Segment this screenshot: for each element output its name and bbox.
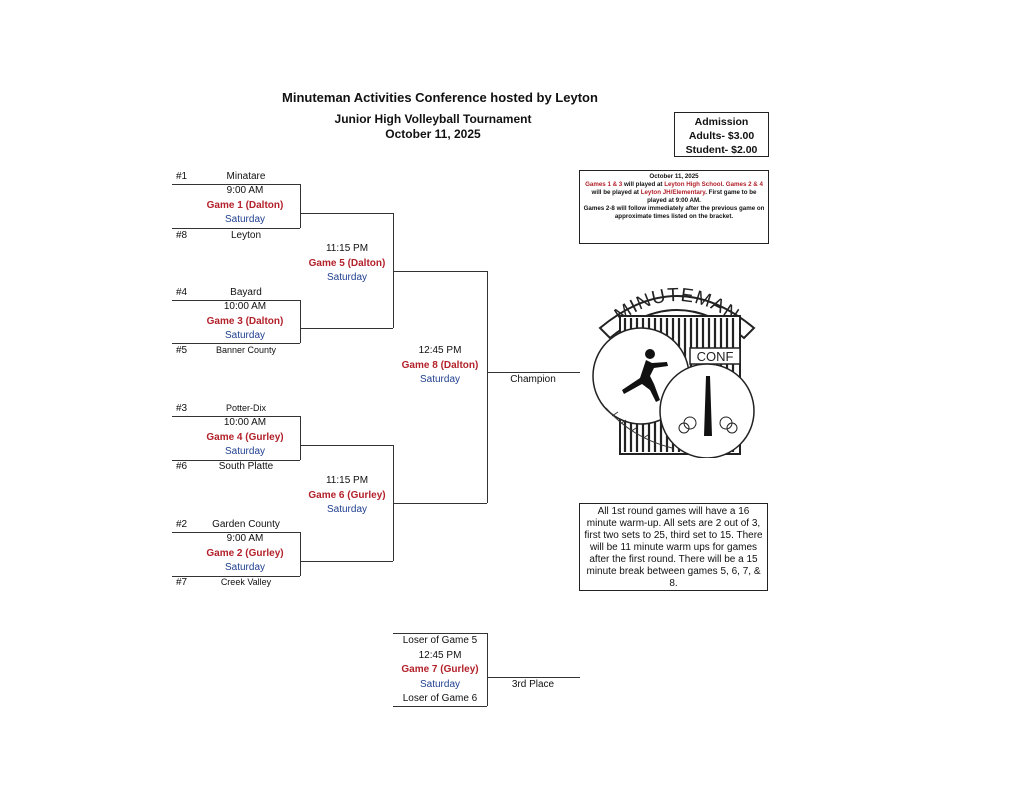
game-7-top-label: Loser of Game 5	[402, 635, 478, 646]
game-time: 9:00 AM	[226, 533, 264, 544]
champion-label: Champion	[510, 374, 556, 385]
game-day: Saturday	[419, 678, 461, 690]
seed-1: #1	[176, 171, 188, 182]
game-day: Saturday	[224, 214, 266, 225]
info-red-2: Leyton High School	[664, 181, 723, 188]
seed-8: #8	[176, 230, 188, 241]
page-title: Minuteman Activities Conference hosted b…	[282, 90, 598, 105]
game-name: Game 6 (Gurley)	[308, 489, 386, 501]
game-7-block: Loser of Game 5 12:45 PM Game 7 (Gurley)…	[375, 634, 505, 707]
game-4-block: 10:00 AM Game 4 (Gurley) Saturday	[180, 416, 310, 460]
game-day: Saturday	[224, 562, 266, 573]
game-time: 11:15 PM	[325, 243, 369, 254]
logo-badge-text: CONF	[697, 349, 734, 364]
seed-4: #4	[176, 287, 188, 298]
seed-6: #6	[176, 461, 188, 472]
info-date: October 11, 2025	[649, 173, 699, 180]
game-name: Game 3 (Dalton)	[206, 315, 284, 327]
info-box: October 11, 2025 Games 1 & 3 will played…	[579, 170, 769, 244]
team-garden-county: Garden County	[212, 519, 280, 530]
seed-7: #7	[176, 577, 188, 588]
info-text-1: will played at	[622, 181, 665, 188]
info-red-3: Games 2 & 4	[725, 181, 763, 188]
game-day: Saturday	[326, 504, 368, 515]
team-minatare: Minatare	[226, 171, 266, 182]
info-paragraph-1: Games 1 & 3 will played at Leyton High S…	[583, 181, 765, 205]
info-paragraph-2: Games 2-8 will follow immediately after …	[583, 205, 765, 220]
team-south-platte: South Platte	[218, 461, 274, 472]
game-time: 11:15 PM	[325, 475, 369, 486]
game-time: 10:00 AM	[223, 417, 267, 428]
game-name: Game 1 (Dalton)	[206, 199, 284, 211]
seed-5: #5	[176, 345, 188, 356]
game-7-bottom-label: Loser of Game 6	[402, 693, 478, 704]
admission-students: Student- $2.00	[685, 144, 758, 156]
tournament-date: October 11, 2025	[385, 127, 481, 141]
team-creek-valley: Creek Valley	[220, 577, 272, 587]
game-name: Game 8 (Dalton)	[401, 359, 479, 371]
game-name: Game 4 (Gurley)	[206, 431, 284, 443]
game-3-block: 10:00 AM Game 3 (Dalton) Saturday	[180, 300, 310, 344]
game-2-block: 9:00 AM Game 2 (Gurley) Saturday	[180, 532, 310, 576]
info-red-1: Games 1 & 3	[585, 181, 623, 188]
game-time: 10:00 AM	[223, 301, 267, 312]
info-text-2: .	[722, 181, 726, 188]
team-banner-county: Banner County	[215, 345, 277, 355]
team-bayard: Bayard	[230, 287, 262, 298]
page-subtitle: Junior High Volleyball Tournament	[334, 112, 532, 126]
game-time: 12:45 PM	[418, 649, 462, 661]
game-day: Saturday	[224, 330, 266, 341]
game-1-block: 9:00 AM Game 1 (Dalton) Saturday	[180, 184, 310, 228]
info-text-3: will be played at	[591, 189, 641, 196]
rules-box: All 1st round games will have a 16 minut…	[579, 503, 768, 591]
team-potter-dix: Potter-Dix	[225, 403, 266, 413]
game-name: Game 5 (Dalton)	[308, 257, 386, 269]
admission-adults: Adults- $3.00	[688, 130, 755, 142]
game-day: Saturday	[419, 374, 461, 385]
info-red-4: Leyton JH/Elementary	[640, 189, 706, 196]
team-leyton: Leyton	[230, 230, 262, 241]
game-5-block: 11:15 PM Game 5 (Dalton) Saturday	[282, 242, 412, 286]
game-6-block: 11:15 PM Game 6 (Gurley) Saturday	[282, 474, 412, 518]
minuteman-conf-logo: MINUTEMAN CONF	[592, 278, 762, 459]
game-time: 9:00 AM	[226, 185, 264, 196]
admission-box: Admission Adults- $3.00 Student- $2.00	[674, 112, 769, 157]
admission-title: Admission	[694, 116, 749, 128]
game-day: Saturday	[224, 446, 266, 457]
seed-2: #2	[176, 519, 188, 530]
game-name: Game 7 (Gurley)	[401, 664, 479, 675]
rules-text: All 1st round games will have a 16 minut…	[584, 506, 763, 589]
game-time: 12:45 PM	[418, 345, 462, 356]
third-place-label: 3rd Place	[511, 679, 555, 690]
game-8-block: 12:45 PM Game 8 (Dalton) Saturday	[375, 344, 505, 388]
game-name: Game 2 (Gurley)	[206, 547, 284, 559]
seed-3: #3	[176, 403, 188, 414]
info-text-4: . First game to be played at 9:00 AM.	[647, 189, 757, 204]
game-day: Saturday	[326, 272, 368, 283]
